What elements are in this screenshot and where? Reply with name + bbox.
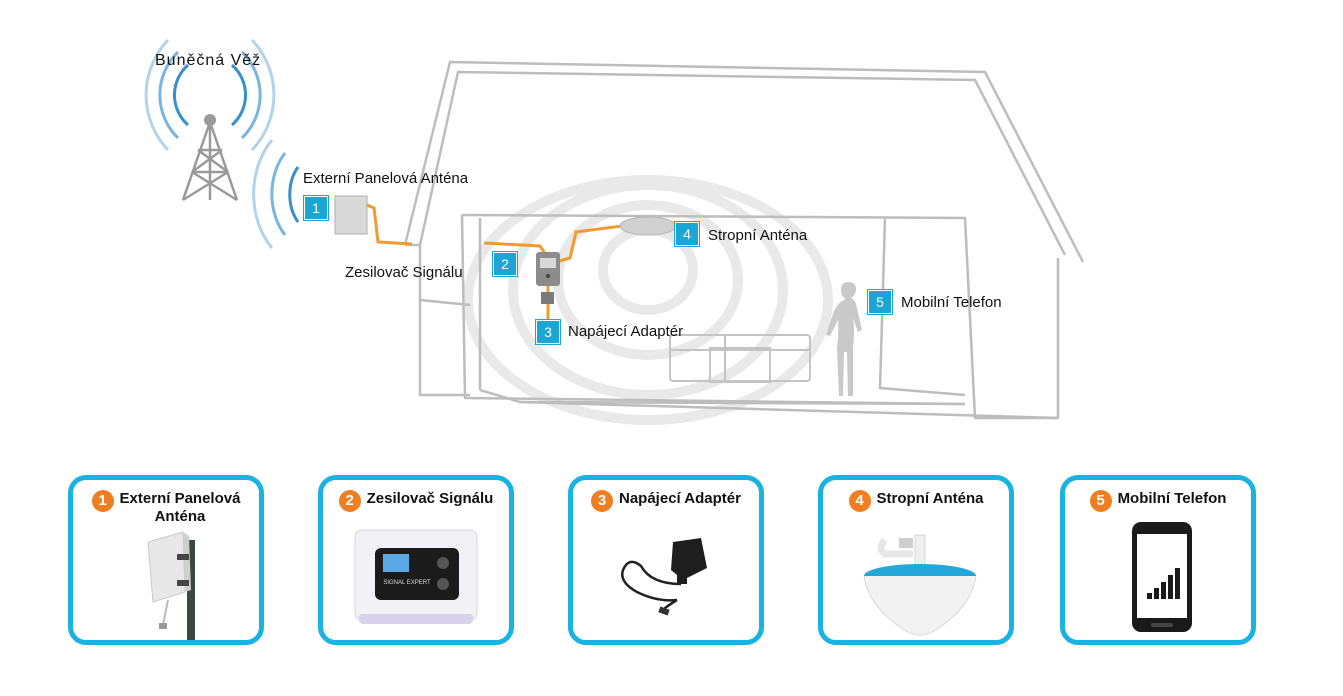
callout-2-number: 2 [493,252,517,276]
card-3-title: Napájecí Adaptér [619,490,741,507]
mobile-phone-icon [1132,522,1192,632]
person-silhouette-icon [826,282,862,396]
ceiling-antenna-icon [863,534,977,636]
card-1-title-line2: Anténa [154,508,206,525]
booster-brand-text: SIGNAL EXPERT [383,580,431,586]
panel-antenna-icon [147,531,195,640]
booster-device-icon [536,252,560,304]
card-ceiling-antenna: 4 Stropní Anténa [818,475,1014,645]
card-3-number: 3 [591,490,613,512]
signal-booster-icon [354,529,478,624]
card-signal-booster: 2 Zesilovač Signálu SIGNAL EXPERT [318,475,514,645]
callout-2-label: Zesilovač Signálu [345,264,463,281]
card-4-number: 4 [848,490,871,512]
coverage-rings-icon [463,175,833,425]
callout-5-number: 5 [868,290,892,314]
card-5-number: 5 [1089,490,1112,512]
callout-4-label: Stropní Anténa [708,227,808,244]
cell-tower-label: Buněčná Věž [155,52,262,69]
callout-3-label: Napájecí Adaptér [568,323,684,340]
card-5-title: Mobilní Telefon [1117,490,1227,507]
house-outline [403,60,1085,420]
cell-tower-icon [144,38,276,202]
callout-1-label: Externí Panelová Anténa [303,170,469,187]
callout-1-number: 1 [304,196,328,220]
panel-antenna-icon [334,195,368,235]
callout-3-number: 3 [536,320,560,344]
callout-4-number: 4 [675,222,699,246]
card-1-title-line1: Externí Panelová [119,490,241,507]
house-diagram [144,38,1085,425]
installation-scene: Buněčná Věž 1 Externí Panelová Anténa 2 … [144,38,1085,425]
card-2-title: Zesilovač Signálu [366,490,494,507]
card-1-number: 1 [91,490,114,512]
panel-signal-waves-icon [252,139,300,249]
card-mobile-phone: 5 Mobilní Telefon [1060,475,1256,645]
callout-5-label: Mobilní Telefon [901,294,1002,311]
card-panel-antenna: 1 Externí Panelová Anténa [68,475,264,645]
card-2-number: 2 [338,490,361,512]
power-adapter-icon [621,538,707,616]
sofa-icon [669,334,811,383]
ceiling-antenna-device-icon [619,216,677,236]
card-1-title: Externí Panelová Anténa [120,490,241,526]
card-power-adapter: 3 Napájecí Adaptér [568,475,764,645]
card-4-title: Stropní Anténa [876,490,984,507]
